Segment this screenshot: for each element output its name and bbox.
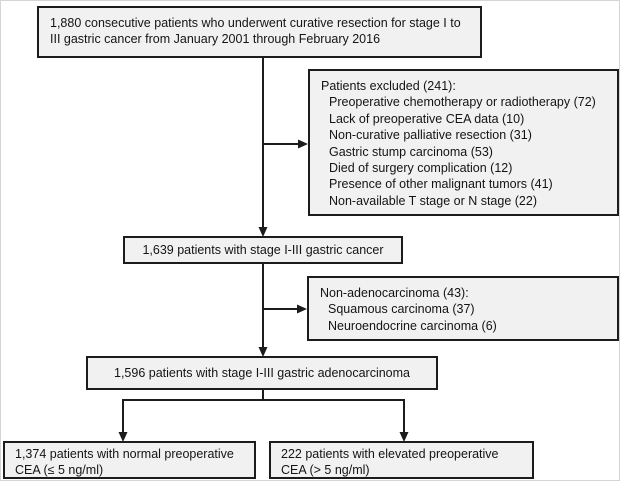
excluded-item: Lack of preoperative CEA data (10)	[329, 111, 525, 126]
non-adenocarcinoma-item: Neuroendocrine carcinoma (6)	[328, 318, 497, 333]
excluded-item: Non-curative palliative resection (31)	[329, 128, 532, 143]
excluded-item: Gastric stump carcinoma (53)	[329, 144, 493, 159]
arrow-branch-to-excluded	[263, 139, 308, 149]
excluded-title: Patients excluded (241):	[321, 79, 456, 93]
arrow-initial-to-stage	[258, 58, 268, 237]
arrow-branch-to-non-adenocarcinoma	[263, 304, 307, 314]
arrow-stage-to-adenocarcinoma	[258, 264, 268, 357]
box-elevated-cea: 222 patients with elevated preoperative …	[269, 441, 534, 479]
box-adenocarcinoma-cohort: 1,596 patients with stage I-III gastric …	[86, 356, 438, 390]
excluded-item: Non-available T stage or N stage (22)	[329, 193, 537, 208]
excluded-item: Preoperative chemotherapy or radiotherap…	[329, 95, 596, 110]
non-adenocarcinoma-item: Squamous carcinoma (37)	[328, 302, 475, 317]
excluded-item: Died of surgery complication (12)	[329, 161, 513, 176]
excluded-item: Presence of other malignant tumors (41)	[329, 177, 553, 192]
box-excluded: Patients excluded (241): Preoperative ch…	[308, 69, 619, 216]
box-stage-cohort: 1,639 patients with stage I-III gastric …	[123, 236, 403, 264]
non-adenocarcinoma-title: Non-adenocarcinoma (43):	[320, 286, 469, 300]
box-non-adenocarcinoma: Non-adenocarcinoma (43): Squamous carcin…	[307, 276, 619, 341]
box-normal-cea: 1,374 patients with normal preoperative …	[3, 441, 256, 479]
split-connector	[118, 390, 409, 442]
box-initial-cohort: 1,880 consecutive patients who underwent…	[37, 6, 482, 58]
